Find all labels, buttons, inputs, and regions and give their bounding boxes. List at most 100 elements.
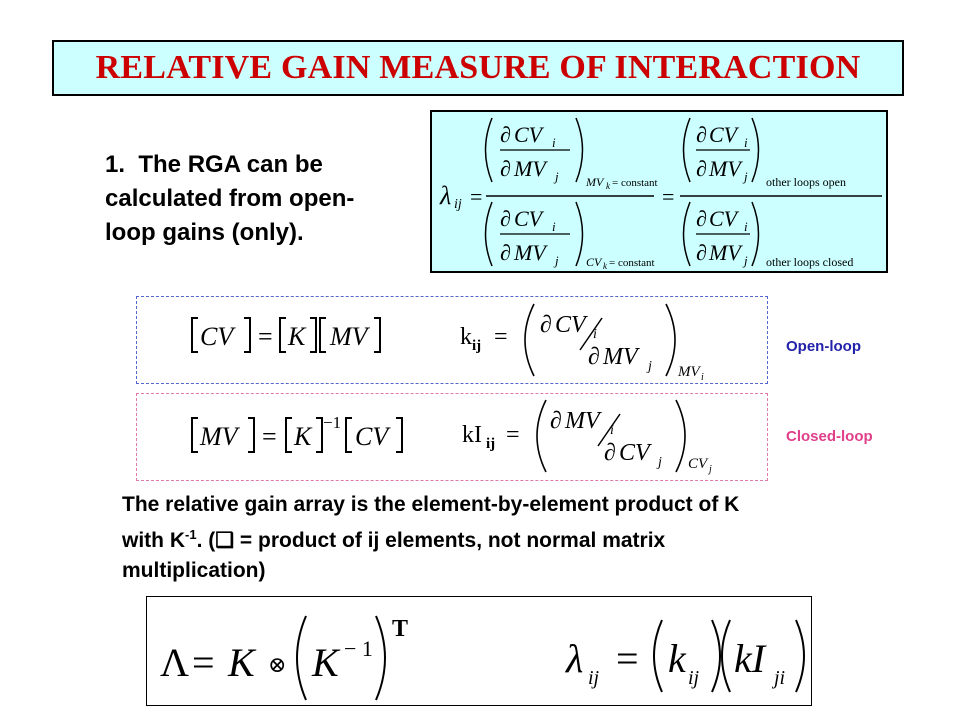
svg-text:i: i [552,135,556,150]
svg-text:MV: MV [329,322,371,351]
svg-text:MV: MV [564,408,602,434]
svg-text:j: j [656,455,662,470]
svg-text:i: i [552,219,556,234]
svg-text:CV: CV [709,122,740,147]
svg-text:j: j [742,169,748,184]
lambda-symbol: λ [439,181,451,210]
svg-text:∂: ∂ [696,156,707,181]
svg-text:CV: CV [514,206,545,231]
svg-text:∂: ∂ [550,408,562,434]
product-symbol-icon: ❑ [215,529,235,552]
svg-text:j: j [553,169,559,184]
svg-text:ij: ij [472,338,481,354]
point-one-text: 1. The RGA can be calculated from open- … [105,148,415,250]
svg-text:=: = [506,422,520,448]
svg-text:CV: CV [688,456,709,472]
svg-text:k: k [603,261,608,271]
explanation-line-3: multiplication) [122,559,266,582]
svg-text:= constant: = constant [612,177,658,189]
rga-definition-box [430,110,888,273]
svg-text:CV: CV [586,255,603,269]
svg-text:∂: ∂ [500,156,511,181]
svg-text:MV: MV [513,240,548,265]
svg-text:MV: MV [513,156,548,181]
other-loops-closed-label: other loops closed [766,255,853,269]
svg-text:∂: ∂ [500,240,511,265]
svg-text:i: i [744,219,748,234]
svg-text:∂: ∂ [500,122,511,147]
point-line-1: 1. The RGA can be [105,151,323,178]
svg-text:=: = [192,640,215,685]
svg-text:kI: kI [462,422,482,448]
svg-text:CV: CV [709,206,740,231]
svg-text:MV: MV [602,344,640,370]
svg-text:⊗: ⊗ [268,652,286,677]
svg-text:i: i [744,135,748,150]
svg-text:ij: ij [486,436,495,452]
svg-text:K: K [293,422,313,451]
svg-text:∂: ∂ [696,240,707,265]
svg-text:−1: −1 [323,413,341,432]
title-banner: RELATIVE GAIN MEASURE OF INTERACTION [52,40,904,96]
svg-text:j: j [742,253,748,268]
svg-text:j: j [553,253,559,268]
svg-text:T: T [392,616,408,642]
svg-text:MV: MV [708,156,743,181]
svg-text:∂: ∂ [540,312,552,338]
open-loop-label: Open-loop [786,338,861,355]
svg-text:CV: CV [355,422,391,451]
svg-text:∂: ∂ [500,206,511,231]
svg-text:∂: ∂ [696,206,707,231]
open-loop-box [136,296,768,384]
svg-text:j: j [707,464,712,475]
svg-text:∂: ∂ [696,122,707,147]
explanation-line-2: with K-1. (❑ = product of ij elements, n… [122,527,666,552]
svg-text:∂: ∂ [604,440,616,466]
lambda-subscript: ij [454,197,462,212]
rga-product-box [146,596,812,706]
point-line-2: calculated from open- [105,185,355,212]
explanation-line-1: The relative gain array is the element-b… [122,493,740,516]
svg-text:i: i [701,372,704,383]
svg-text:=: = [494,324,508,350]
svg-text:∂: ∂ [588,344,600,370]
svg-text:kI: kI [734,636,767,681]
svg-text:MV: MV [677,364,701,380]
point-line-3: loop gains (only). [105,219,304,246]
svg-text:=: = [662,184,674,209]
svg-text:k: k [606,181,611,191]
svg-text:MV: MV [708,240,743,265]
svg-text:=: = [258,322,273,351]
equals-sign: = [470,184,482,209]
page-title: RELATIVE GAIN MEASURE OF INTERACTION [95,49,861,86]
svg-text:= constant: = constant [609,257,655,269]
svg-text:CV: CV [619,440,652,466]
svg-text:Λ: Λ [160,640,189,685]
closed-loop-label: Closed-loop [786,428,873,445]
explanation-paragraph: The relative gain array is the element-b… [122,490,842,586]
svg-text:k: k [668,636,687,681]
svg-text:K: K [287,322,307,351]
svg-text:MV: MV [585,175,605,189]
svg-text:CV: CV [555,312,588,338]
svg-text:CV: CV [200,322,236,351]
svg-text:k: k [460,324,472,350]
svg-text:λ: λ [565,636,583,681]
svg-text:K: K [311,640,341,685]
svg-text:=: = [262,422,277,451]
svg-text:ji: ji [771,667,785,689]
other-loops-open-label: other loops open [766,175,846,189]
svg-text:− 1: − 1 [344,636,373,661]
svg-text:MV: MV [199,422,241,451]
svg-text:K: K [227,640,257,685]
svg-text:i: i [593,327,597,342]
closed-loop-box [136,393,768,481]
paren-left [484,117,493,183]
svg-text:i: i [610,423,614,438]
svg-text:CV: CV [514,122,545,147]
svg-text:ij: ij [588,667,600,689]
